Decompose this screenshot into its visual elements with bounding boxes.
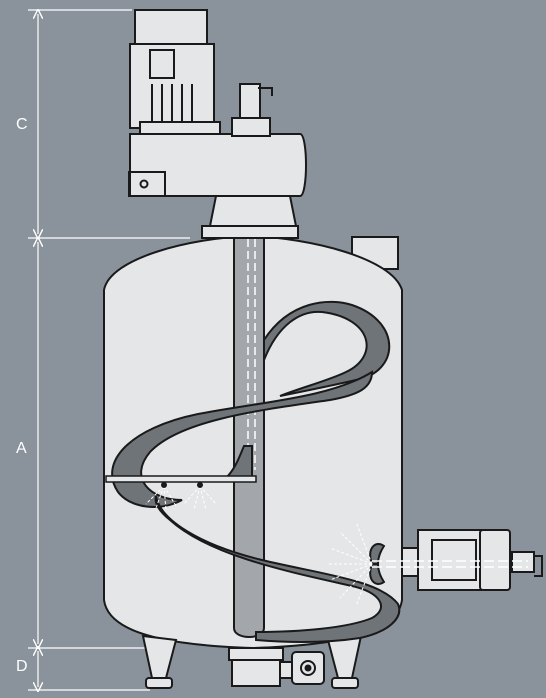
gearbox xyxy=(129,133,307,197)
disperser-end-cap xyxy=(511,551,535,573)
drain-valve-center xyxy=(304,664,312,672)
rotary-union xyxy=(239,83,261,119)
spray-pattern xyxy=(145,485,217,511)
disperser-motor-inner xyxy=(431,539,477,581)
leg-left xyxy=(141,634,178,679)
foot-right xyxy=(331,677,359,689)
dimension-label-d: D xyxy=(16,658,28,675)
drive-flange xyxy=(201,225,299,239)
shaft-seal xyxy=(231,117,271,137)
motor-flange xyxy=(139,121,221,135)
dimension-lines xyxy=(28,10,190,690)
gearbox-bolt xyxy=(139,179,149,189)
disperser-spray-pattern xyxy=(328,521,373,607)
disperser-fan-cover xyxy=(479,529,511,591)
ribbon-lower-turn xyxy=(154,495,401,643)
ribbon-scraper xyxy=(223,445,253,479)
drive-lantern xyxy=(208,195,298,227)
bearing-flange xyxy=(228,647,284,661)
top-drive xyxy=(128,9,307,239)
spray-nozzle-1 xyxy=(161,482,167,488)
motor-terminal-box xyxy=(149,49,175,79)
leg-right xyxy=(326,634,363,679)
disperser-end-hook xyxy=(534,555,543,577)
spray-bar xyxy=(105,475,257,511)
disperser-centerline xyxy=(372,560,528,568)
foot-left xyxy=(145,677,173,689)
spray-nozzle-2 xyxy=(197,482,203,488)
bottom-bearing-unit xyxy=(228,647,325,687)
gearbox-base xyxy=(128,171,166,197)
dimension-label-c: C xyxy=(16,116,28,133)
rotary-union-inlet xyxy=(258,87,273,96)
ribbon-upper-turn xyxy=(263,300,391,397)
bearing-housing xyxy=(231,659,281,687)
vessel-legs xyxy=(141,634,363,689)
motor-fan-cover xyxy=(134,9,208,45)
dimension-label-a: A xyxy=(16,440,27,457)
